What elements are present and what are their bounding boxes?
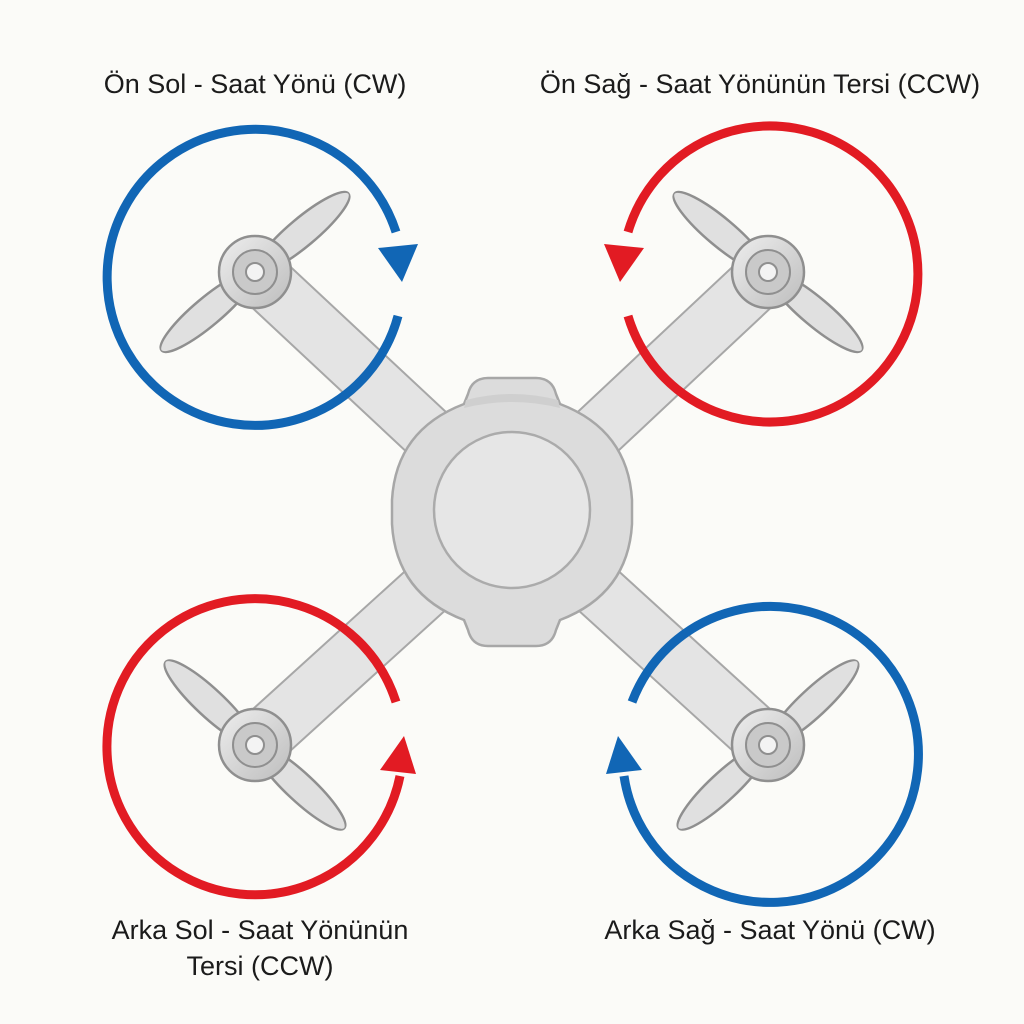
rotation-arrow-icon-rear-right [606,601,923,907]
label-front-right: Ön Sağ - Saat Yönünün Tersi (CCW) [539,69,981,99]
rotation-arrow-icon-front-right [604,121,923,427]
propeller-icon-rear-left [163,659,347,831]
propeller-icon-rear-right [676,659,860,831]
label-front-left: Ön Sol - Saat Yönü (CW) [103,69,407,99]
rotation-arrow-icon-front-left [102,124,418,430]
label-rear-left: Arka Sol - Saat Yönünün Tersi (CCW) [111,915,409,981]
drone-center-hub [432,430,592,590]
drone-body-icon [390,376,634,648]
propeller-icon-front-left [159,190,351,354]
propeller-icon-front-right [672,190,864,354]
label-rear-right: Arka Sağ - Saat Yönü (CW) [604,915,936,945]
rotation-arrow-icon-rear-left [102,594,416,900]
